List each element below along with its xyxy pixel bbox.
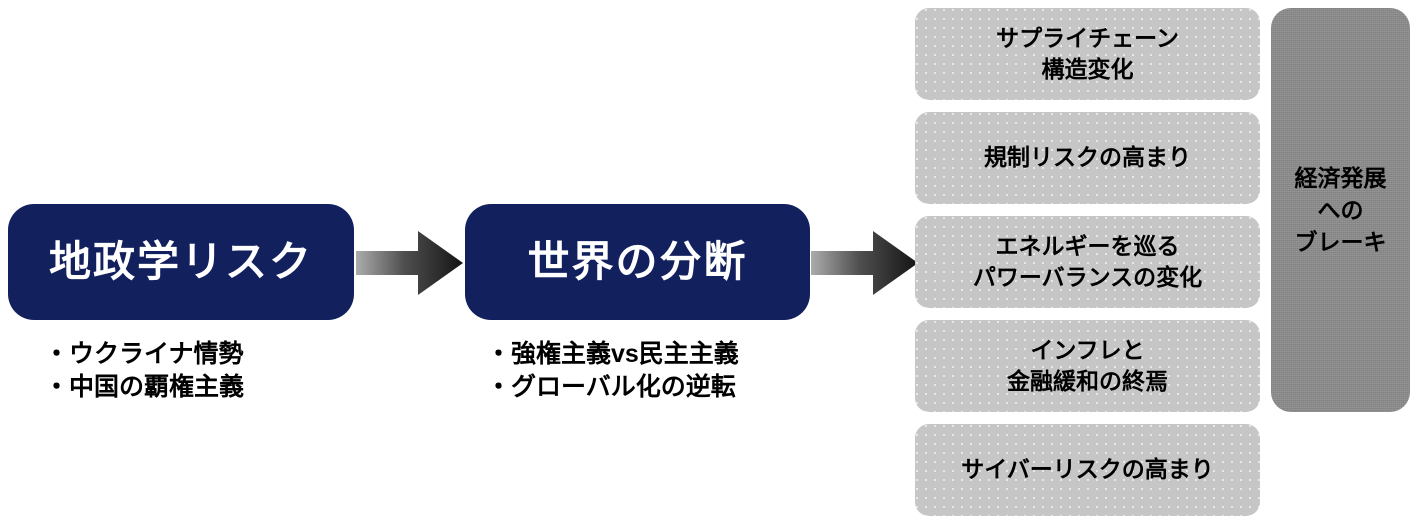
text-line: 構造変化	[1041, 56, 1134, 82]
text-line: エネルギーを巡る	[995, 232, 1180, 259]
text-line: ブレーキ	[1294, 229, 1387, 256]
bullet-list-geopolitical-risk: ・ウクライナ情勢 ・中国の覇権主義	[44, 338, 344, 404]
text-line: パワーバランスの変化	[972, 264, 1203, 290]
consequence-box-energy-power-balance[interactable]: エネルギーを巡る パワーバランスの変化	[915, 216, 1260, 308]
consequence-text-supply-chain: サプライチェーン 構造変化	[996, 23, 1179, 85]
consequence-box-supply-chain[interactable]: サプライチェーン 構造変化	[915, 8, 1260, 100]
stage-box-geopolitical-risk[interactable]: 地政学リスク	[8, 204, 354, 320]
consequence-text-inflation-easing-end: インフレと 金融緩和の終焉	[1007, 335, 1168, 397]
bullet-list-world-fragmentation: ・強権主義vs民主主義 ・グローバル化の逆転	[486, 338, 816, 404]
consequence-box-inflation-easing-end[interactable]: インフレと 金融緩和の終焉	[915, 320, 1260, 412]
text-line: への	[1317, 196, 1364, 223]
consequence-text-energy-power-balance: エネルギーを巡る パワーバランスの変化	[973, 231, 1202, 293]
consequence-text-cyber-risk: サイバーリスクの高まり	[961, 454, 1214, 485]
stage-label-geopolitical-risk: 地政学リスク	[48, 238, 313, 285]
text-line: サイバーリスクの高まり	[961, 456, 1214, 483]
stage-box-world-fragmentation[interactable]: 世界の分断	[465, 204, 810, 320]
list-item: ・ウクライナ情勢	[44, 340, 244, 368]
outcome-text: 経済発展 への ブレーキ	[1295, 162, 1387, 259]
consequence-text-regulatory-risk: 規制リスクの高まり	[984, 142, 1191, 173]
text-line: インフレと	[1030, 336, 1145, 363]
stage-label-world-fragmentation: 世界の分断	[527, 238, 748, 285]
list-item: ・強権主義vs民主主義	[486, 340, 739, 368]
arrow-right-icon-1	[356, 228, 464, 298]
text-line: サプライチェーン	[996, 24, 1179, 51]
consequence-box-cyber-risk[interactable]: サイバーリスクの高まり	[915, 424, 1260, 516]
list-item: ・中国の覇権主義	[44, 373, 245, 401]
text-line: 金融緩和の終焉	[1007, 368, 1168, 394]
list-item: ・グローバル化の逆転	[486, 373, 736, 401]
arrow-right-icon-2	[811, 228, 919, 298]
text-line: 規制リスクの高まり	[984, 144, 1191, 171]
consequence-box-regulatory-risk[interactable]: 規制リスクの高まり	[915, 112, 1260, 204]
outcome-box-economic-growth-brake[interactable]: 経済発展 への ブレーキ	[1271, 8, 1410, 412]
text-line: 経済発展	[1294, 164, 1387, 191]
